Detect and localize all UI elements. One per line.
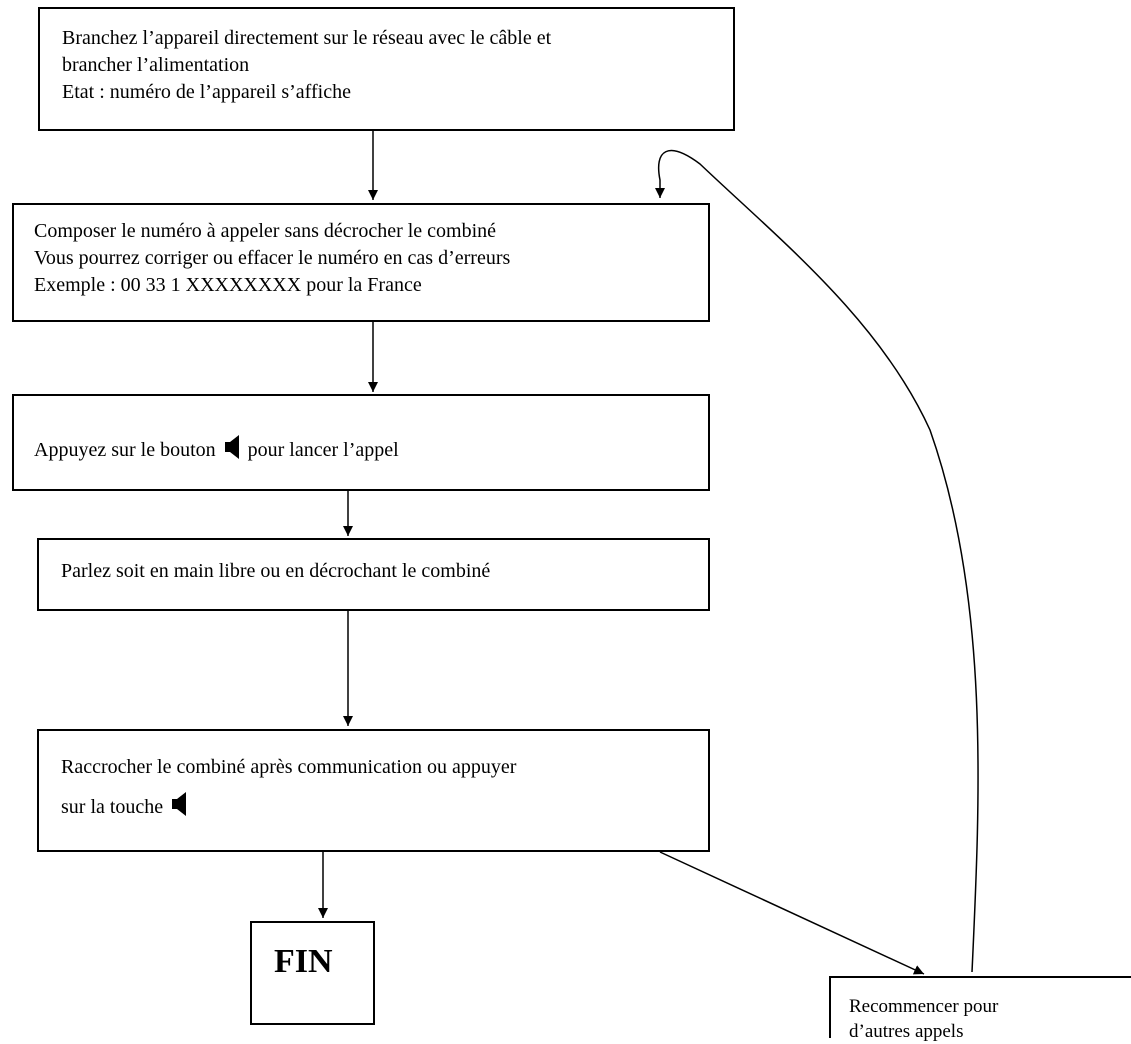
step-1-box: Branchez l’appareil directement sur le r… — [38, 7, 735, 131]
step-2-line-1: Composer le numéro à appeler sans décroc… — [34, 220, 497, 242]
step-4-line-1: Parlez soit en main libre ou en décrocha… — [61, 560, 491, 582]
fin-label: FIN — [274, 943, 333, 980]
step-2-line-2: Vous pourrez corriger ou effacer le numé… — [34, 247, 511, 269]
step-3-box: Appuyez sur le bouton pour lancer l’appe… — [12, 394, 710, 491]
step-1-line-1: Branchez l’appareil directement sur le r… — [62, 27, 552, 49]
speaker-icon — [224, 435, 239, 459]
arrow-step5-to-restart — [659, 851, 925, 975]
speaker-icon — [172, 792, 187, 816]
step-4-box: Parlez soit en main libre ou en décrocha… — [37, 538, 710, 611]
step-3-text-after: pour lancer l’appel — [247, 439, 399, 461]
step-2-box: Composer le numéro à appeler sans décroc… — [12, 203, 710, 322]
restart-line-2: d’autres appels — [849, 1021, 964, 1042]
step-4-text: Parlez soit en main libre ou en décrocha… — [61, 558, 490, 585]
step-2-text: Composer le numéro à appeler sans décroc… — [34, 218, 510, 299]
step-1-line-3: Etat : numéro de l’appareil s’affiche — [62, 81, 351, 103]
step-5-line-2-text: sur la touche — [61, 796, 169, 818]
step-5-box: Raccrocher le combiné après communicatio… — [37, 729, 710, 852]
step-5-line-1: Raccrocher le combiné après communicatio… — [61, 756, 517, 778]
restart-line-1: Recommencer pour — [849, 996, 999, 1017]
fin-box: FIN — [250, 921, 375, 1025]
step-5-line-2: sur la touche — [61, 787, 516, 827]
step-2-line-3: Exemple : 00 33 1 XXXXXXXX pour la Franc… — [34, 274, 422, 296]
step-3-text: Appuyez sur le bouton pour lancer l’appe… — [34, 433, 399, 464]
restart-box: Recommencer pour d’autres appels — [829, 976, 1131, 1042]
step-5-text: Raccrocher le combiné après communicatio… — [61, 747, 516, 827]
step-3-text-before: Appuyez sur le bouton — [34, 439, 221, 461]
restart-text: Recommencer pour d’autres appels — [849, 994, 998, 1044]
step-1-text: Branchez l’appareil directement sur le r… — [62, 25, 551, 106]
step-1-line-2: brancher l’alimentation — [62, 54, 250, 76]
